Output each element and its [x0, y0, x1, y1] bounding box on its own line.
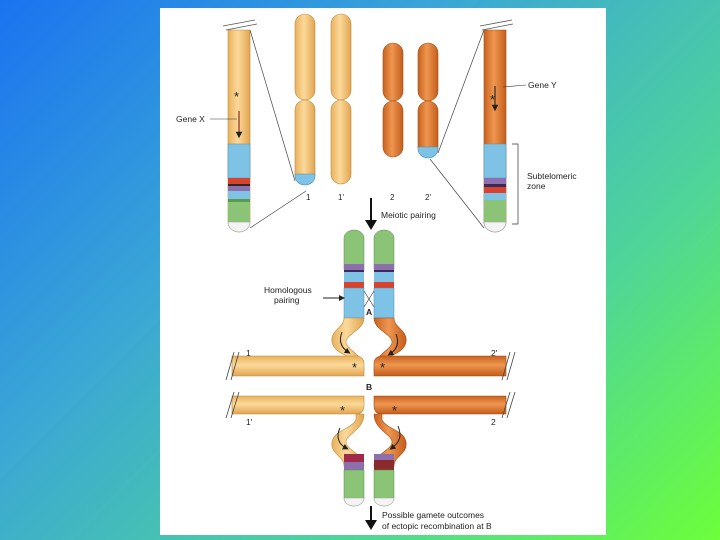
label-chrom-1-top: 1	[306, 193, 311, 202]
arm-chrom-2	[373, 395, 507, 415]
ectopic-recombination-diagram: 1 1' 2 2' * Gene X * Gene Y S	[176, 13, 577, 531]
zoom-line-2-bottom	[429, 158, 485, 229]
arm-chrom-1	[231, 355, 365, 377]
label-outcome-2: of ectopic recombination at B	[382, 521, 492, 531]
break-marks	[225, 351, 516, 419]
gene-y-leader	[502, 84, 527, 88]
label-site-b: B	[366, 382, 372, 392]
label-meiotic-pairing: Meiotic pairing	[381, 210, 436, 220]
paired-subtelomere-top-left	[343, 229, 365, 319]
star-arm-2: *	[392, 403, 397, 418]
label-chrom-2-bottom: 2	[491, 417, 496, 427]
paired-subtelomere-bottom-left	[343, 454, 365, 507]
curved-arrow-3	[337, 427, 349, 450]
label-gene-y: Gene Y	[528, 80, 557, 90]
label-outcome-1: Possible gamete outcomes	[382, 510, 484, 520]
subtelomeric-bracket	[512, 143, 519, 225]
label-site-a: A	[366, 307, 372, 317]
chromosome-1p-small	[330, 13, 352, 185]
star-arm-2p: *	[380, 360, 385, 375]
label-subtelomeric-2: zone	[527, 181, 546, 191]
crossover-a-line-2	[363, 290, 375, 308]
chromosome-2p-small	[417, 42, 439, 159]
label-homologous-2: pairing	[274, 295, 300, 305]
star-arm-1: *	[352, 360, 357, 375]
curved-arrow-4	[389, 425, 401, 450]
label-subtelomeric-1: Subtelomeric	[527, 171, 577, 181]
zoom-line-2-top	[437, 29, 485, 154]
star-gene-x: *	[234, 89, 239, 104]
label-chrom-1p-bottom: 1'	[246, 417, 253, 427]
label-homologous-1: Homologous	[264, 285, 312, 295]
label-chrom-2p-top: 2'	[425, 193, 431, 202]
curved-arrow-1	[339, 331, 351, 354]
meiotic-pairing-arrowhead	[365, 220, 377, 230]
enlarged-chromosome-1	[222, 19, 258, 233]
zoom-line-1-bottom	[249, 190, 307, 229]
paired-subtelomere-top-right	[373, 229, 395, 319]
outcome-arrowhead	[365, 520, 377, 530]
label-chrom-2-top: 2	[390, 193, 395, 202]
enlarged-chromosome-2	[479, 19, 514, 233]
label-chrom-1p-top: 1'	[338, 193, 344, 202]
arm-chrom-2p	[373, 355, 507, 377]
curved-arrow-2	[387, 333, 399, 356]
label-chrom-1-bottom: 1	[246, 348, 251, 358]
chromosome-1-small	[294, 13, 316, 186]
paired-subtelomere-bottom-right	[373, 454, 395, 507]
label-chrom-2p-bottom: 2'	[491, 348, 498, 358]
slide-panel: 1 1' 2 2' * Gene X * Gene Y S	[160, 8, 606, 535]
chromosome-2-small	[382, 42, 404, 158]
star-gene-y: *	[490, 92, 495, 107]
bend-bottom-right	[373, 413, 407, 467]
star-arm-1p: *	[340, 403, 345, 418]
label-gene-x: Gene X	[176, 114, 205, 124]
zoom-line-1-top	[249, 29, 296, 182]
